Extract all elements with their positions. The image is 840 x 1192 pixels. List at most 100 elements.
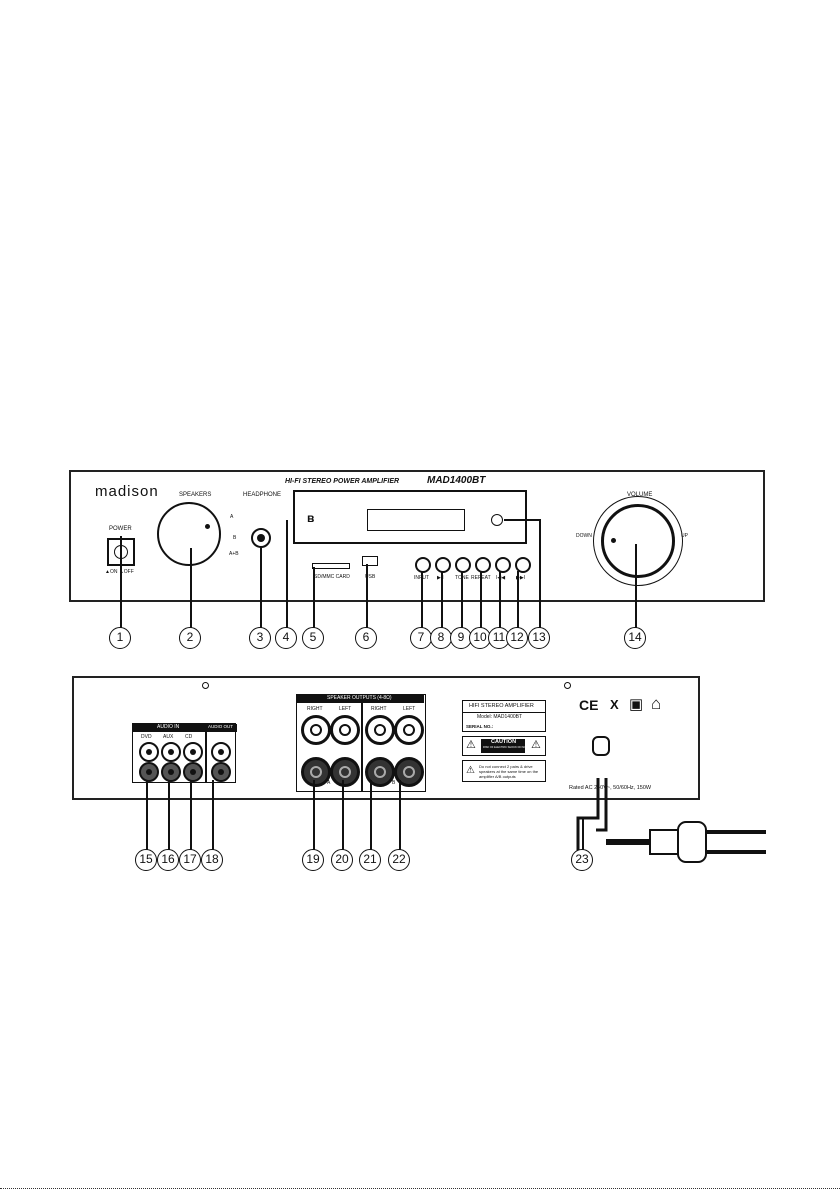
- speaker-a-left-negative[interactable]: [330, 757, 360, 787]
- sd-card-slot[interactable]: [312, 563, 350, 569]
- headphone-jack[interactable]: [251, 528, 271, 548]
- audio-in-header: [133, 724, 205, 732]
- callout-5: 5: [302, 627, 324, 649]
- leader-line-9: [461, 571, 463, 628]
- next-button[interactable]: [515, 557, 531, 573]
- leader-line-16: [168, 780, 170, 850]
- plate-divider: [463, 712, 545, 713]
- input-button[interactable]: [415, 557, 431, 573]
- volume-knob-indicator: [611, 538, 616, 543]
- a-right-label: RIGHT: [307, 706, 323, 712]
- leader-line-1: [120, 536, 122, 628]
- speaker-outputs-header: [297, 695, 424, 703]
- rating-plate: HIFI STEREO AMPLIFIER Model: MAD1400BT S…: [462, 700, 546, 732]
- leader-line-8: [441, 571, 443, 628]
- brand-logo: madison: [95, 483, 159, 500]
- leader-line-13: [539, 519, 541, 628]
- dvd-in-right-jack[interactable]: [139, 742, 159, 762]
- lcd-display: [367, 509, 465, 531]
- warning-triangle: ⚠: [466, 765, 475, 776]
- plug-body: [649, 829, 679, 855]
- aux-label: AUX: [163, 734, 174, 740]
- speaker-b-right-positive[interactable]: [365, 715, 395, 745]
- leader-line-6: [366, 564, 368, 628]
- plate-serial: SERIAL NO.:: [466, 724, 494, 729]
- power-cord: [576, 778, 766, 870]
- callout-18: 18: [201, 849, 223, 871]
- play-pause-button[interactable]: [435, 557, 451, 573]
- speaker-a-right-positive[interactable]: [301, 715, 331, 745]
- plate-model: Model: MAD1400BT: [477, 714, 523, 720]
- speakers-selector-knob[interactable]: [157, 502, 221, 566]
- aux-in-right-jack[interactable]: [161, 742, 181, 762]
- speaker-outputs-label: SPEAKER OUTPUTS (4-8Ω): [327, 695, 392, 701]
- rear-panel: AUDIO IN AUDIO OUT DVD AUX CD SPEAKER OU…: [72, 676, 700, 800]
- speaker-ab-label: A+B: [229, 551, 239, 557]
- power-label: POWER: [109, 526, 132, 532]
- audio-out-label: AUDIO OUT: [208, 724, 234, 729]
- speaker-outputs-panel: SPEAKER OUTPUTS (4-8Ω) RIGHT LEFT RIGHT …: [296, 694, 426, 792]
- dvd-label: DVD: [141, 734, 152, 740]
- leader-line-14: [635, 544, 637, 628]
- weee-bin-icon: X: [610, 697, 619, 712]
- audio-out-left-jack[interactable]: [211, 762, 231, 782]
- sdmmc-label: SD/MMC CARD: [314, 574, 350, 580]
- model-number: MAD1400BT: [427, 475, 486, 486]
- callout-22: 22: [388, 849, 410, 871]
- audio-out-right-jack[interactable]: [211, 742, 231, 762]
- callout-16: 16: [157, 849, 179, 871]
- indoor-use-icon: ⌂: [651, 694, 662, 713]
- leader-line-2: [190, 548, 192, 628]
- ce-mark-icon: CE: [579, 697, 599, 713]
- power-cord-gland: [592, 736, 610, 756]
- previous-button[interactable]: [495, 557, 511, 573]
- volume-down-label: DOWN: [576, 533, 592, 539]
- callout-13: 13: [528, 627, 550, 649]
- tone-button[interactable]: [455, 557, 471, 573]
- speakers-label: SPEAKERS: [179, 492, 212, 498]
- volume-label: VOLUME: [627, 492, 653, 498]
- caution-sub: RISK OF ELECTRIC SHOCK DO NOT OPEN: [483, 746, 536, 749]
- power-cord-path: [576, 778, 600, 870]
- leader-line-7: [421, 571, 423, 628]
- callout-17: 17: [179, 849, 201, 871]
- usb-port[interactable]: [362, 556, 378, 566]
- group-a-label: A: [327, 780, 331, 786]
- aux-in-left-jack[interactable]: [161, 762, 181, 782]
- cd-in-right-jack[interactable]: [183, 742, 203, 762]
- volume-up-label: UP: [681, 533, 688, 539]
- speaker-a-right-negative[interactable]: [301, 757, 331, 787]
- leader-line-11: [499, 571, 501, 628]
- double-insulation-icon: ▣: [629, 696, 644, 713]
- b-right-label: RIGHT: [371, 706, 387, 712]
- leader-line-4: [286, 520, 288, 628]
- power-cord-path-2: [596, 778, 608, 832]
- callout-15: 15: [135, 849, 157, 871]
- callout-2: 2: [179, 627, 201, 649]
- leader-line-17: [190, 780, 192, 850]
- callout-3: 3: [249, 627, 271, 649]
- dvd-in-left-jack[interactable]: [139, 762, 159, 782]
- speaker-b-left-positive[interactable]: [394, 715, 424, 745]
- rating-text: Rated AC 240V~, 50/60Hz, 150W: [569, 785, 652, 791]
- ir-sensor: [491, 514, 503, 526]
- group-b-label: B: [392, 780, 396, 786]
- repeat-button[interactable]: [475, 557, 491, 573]
- speaker-b-right-negative[interactable]: [365, 757, 395, 787]
- caution-right-triangle: ⚠: [531, 739, 541, 751]
- leader-line-13-h: [504, 519, 540, 521]
- volume-knob[interactable]: [601, 504, 675, 578]
- callout-8: 8: [430, 627, 452, 649]
- cd-in-left-jack[interactable]: [183, 762, 203, 782]
- display-window: ʙ: [293, 490, 527, 544]
- next-label: ▶▶I: [516, 575, 526, 581]
- leader-line-22: [399, 780, 401, 850]
- speaker-group-divider: [361, 703, 363, 791]
- callout-7: 7: [410, 627, 432, 649]
- leader-line-20: [342, 780, 344, 850]
- callout-20: 20: [331, 849, 353, 871]
- front-panel: madison HI-FI STEREO POWER AMPLIFIER MAD…: [69, 470, 765, 602]
- audio-out-header: [207, 724, 237, 732]
- speaker-a-left-positive[interactable]: [330, 715, 360, 745]
- callout-21: 21: [359, 849, 381, 871]
